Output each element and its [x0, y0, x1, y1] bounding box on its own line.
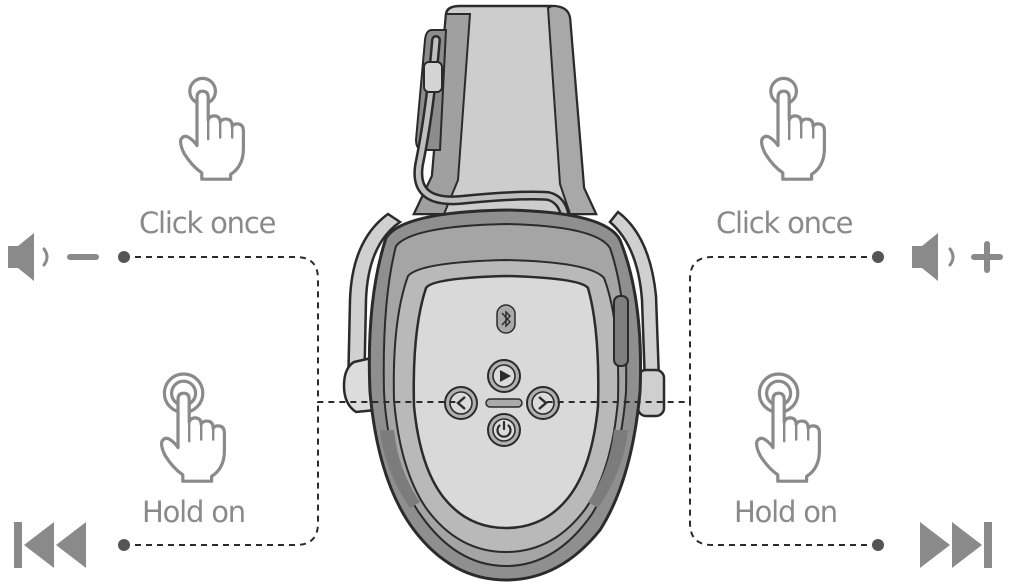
next-button[interactable]: [526, 386, 560, 420]
ear-cup: [367, 208, 643, 582]
skip-previous-icon: [14, 522, 86, 568]
press-hold-finger-icon: [160, 372, 226, 483]
previous-track-gesture-label: Hold on: [142, 495, 246, 529]
leader-dot: [872, 539, 884, 551]
status-led: [485, 398, 523, 408]
power-button[interactable]: [487, 413, 521, 447]
leader-next: [689, 402, 878, 546]
leader-dot: [118, 251, 130, 263]
press-hold-finger-icon: [754, 372, 822, 483]
volume-up-gesture-label: Click once: [716, 206, 853, 240]
leader-volume-up: [544, 256, 878, 403]
play-button[interactable]: [487, 359, 521, 393]
bluetooth-indicator: [496, 304, 516, 334]
next-track-gesture-label: Hold on: [734, 495, 838, 529]
headband: [412, 4, 598, 216]
tap-finger-icon: [179, 76, 245, 181]
speaker-plus-icon: [912, 233, 1003, 281]
play-icon: [500, 370, 511, 382]
previous-button[interactable]: [444, 386, 478, 420]
chevron-left-icon: [456, 396, 466, 410]
volume-down-gesture-label: Click once: [139, 206, 276, 240]
leader-dot: [118, 539, 130, 551]
chevron-right-icon: [538, 396, 548, 410]
speaker-minus-icon: [8, 233, 99, 281]
leader-lines: [124, 256, 878, 546]
leader-volume-down: [124, 256, 460, 403]
bluetooth-icon: [501, 310, 511, 328]
leader-dot: [872, 251, 884, 263]
skip-next-icon: [920, 522, 992, 568]
tap-finger-icon: [759, 76, 827, 181]
leader-previous: [124, 402, 319, 546]
power-icon: [496, 420, 512, 438]
